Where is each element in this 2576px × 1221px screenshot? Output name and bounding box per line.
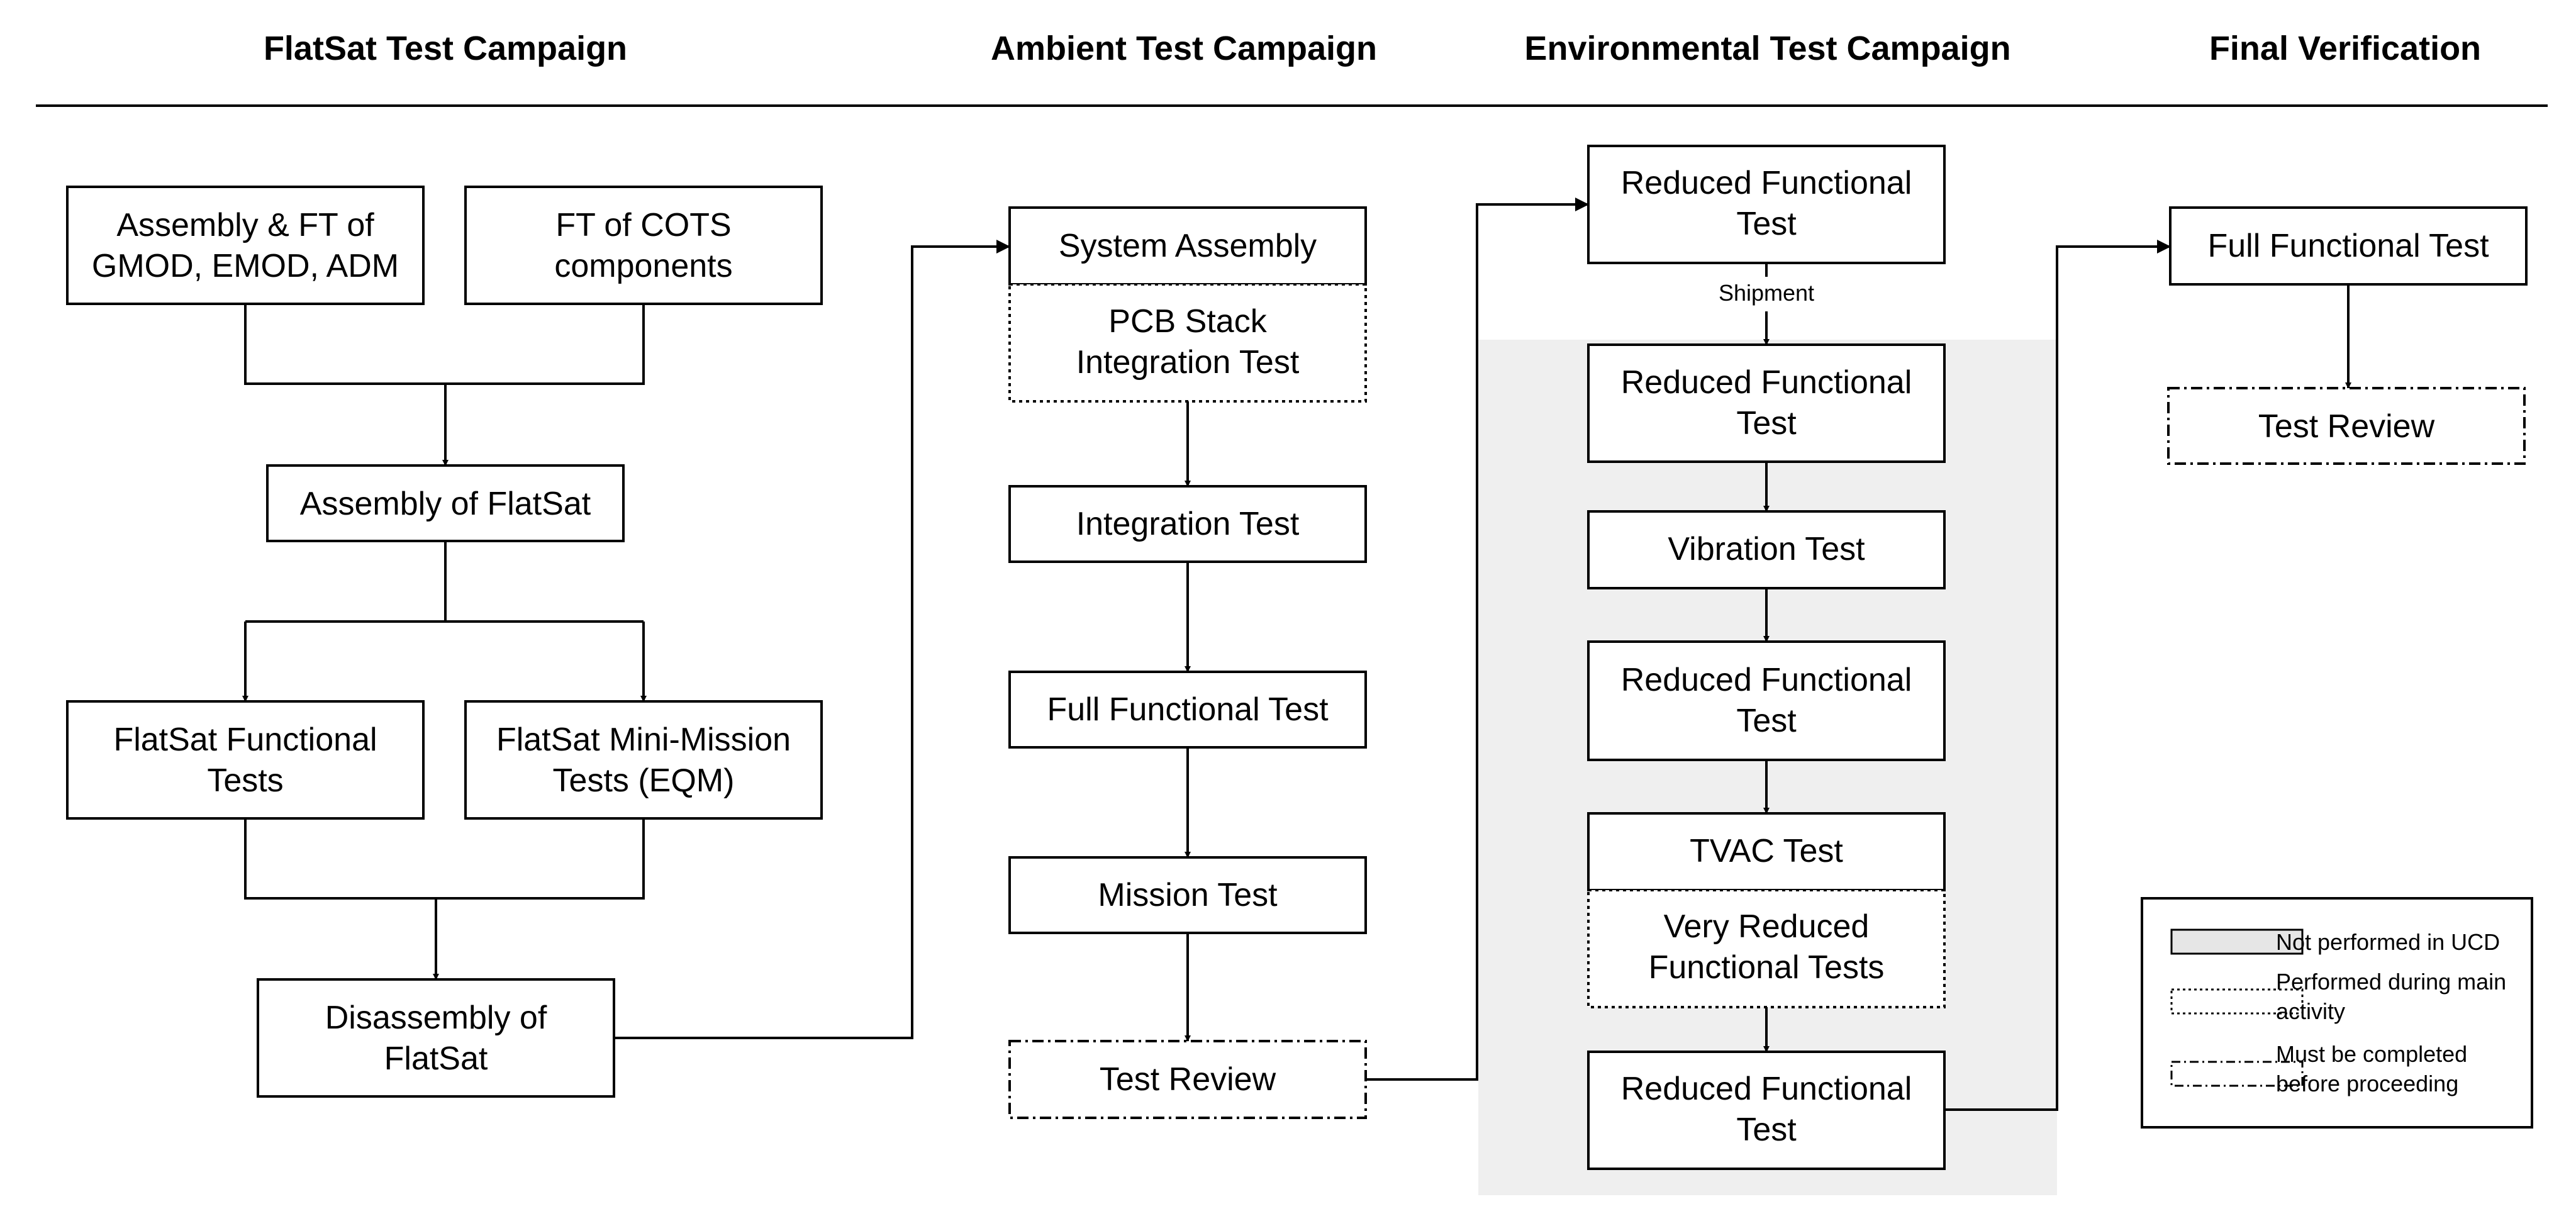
svg-text:Test Review: Test Review	[1100, 1061, 1276, 1098]
box-assembly-flatsat: Assembly of FlatSat	[266, 464, 625, 542]
box-test-review-final: Test Review	[2167, 387, 2526, 465]
box-disassembly: Disassembly of FlatSat	[257, 978, 615, 1098]
svg-text:Full Functional Test: Full Functional Test	[2207, 228, 2489, 264]
legend-not-performed: Not performed in UCD	[2276, 929, 2500, 955]
svg-text:FT of COTS: FT of COTS	[555, 207, 731, 243]
box-pcb-stack: PCB Stack Integration Test	[1008, 283, 1367, 403]
box-system-assembly: System Assembly	[1008, 206, 1367, 286]
header-ambient: Ambient Test Campaign	[991, 30, 1377, 67]
svg-text:Very Reduced: Very Reduced	[1664, 908, 1870, 945]
svg-text:components: components	[554, 248, 732, 284]
svg-text:TVAC Test: TVAC Test	[1690, 833, 1843, 869]
connector-split	[245, 541, 644, 623]
arrow-environmental-to-final	[1944, 240, 2171, 1111]
svg-text:Test Review: Test Review	[2258, 408, 2435, 445]
svg-text:Test: Test	[1736, 1112, 1797, 1148]
arrow-ambient-to-environmental	[1366, 198, 1589, 1081]
svg-text:Vibration Test: Vibration Test	[1668, 531, 1865, 567]
box-assembly-ft: Assembly & FT of GMOD, EMOD, ADM	[66, 186, 425, 305]
svg-text:Tests: Tests	[207, 762, 283, 799]
svg-text:Reduced Functional: Reduced Functional	[1621, 1071, 1912, 1107]
svg-text:Integration Test: Integration Test	[1076, 506, 1300, 542]
box-full-functional-ambient: Full Functional Test	[1008, 671, 1367, 749]
box-reduced-functional-4: Reduced Functional Test	[1587, 1051, 1946, 1170]
box-flatsat-mini-mission: FlatSat Mini-Mission Tests (EQM)	[464, 700, 823, 820]
arrow-flatsat-to-ambient	[614, 240, 1010, 1039]
svg-text:Test: Test	[1736, 703, 1797, 739]
legend-performed-during-2: activity	[2276, 998, 2345, 1024]
box-very-reduced: Very Reduced Functional Tests	[1587, 889, 1946, 1008]
svg-text:Tests (EQM): Tests (EQM)	[553, 762, 735, 799]
legend-swatch-not-performed	[2170, 928, 2304, 955]
svg-text:FlatSat: FlatSat	[384, 1040, 488, 1077]
legend-swatch-must-complete	[2170, 1061, 2304, 1087]
box-reduced-functional-1: Reduced Functional Test	[1587, 145, 1946, 264]
header-final: Final Verification	[2209, 30, 2481, 67]
box-flatsat-functional: FlatSat Functional Tests	[66, 700, 425, 820]
svg-text:System Assembly: System Assembly	[1059, 228, 1317, 264]
legend-must-complete-2: before proceeding	[2276, 1071, 2458, 1096]
svg-text:FlatSat Functional: FlatSat Functional	[113, 722, 377, 758]
svg-text:Reduced Functional: Reduced Functional	[1621, 165, 1912, 201]
svg-text:Test: Test	[1736, 206, 1797, 242]
box-test-review-ambient: Test Review	[1008, 1040, 1367, 1119]
svg-text:Reduced Functional: Reduced Functional	[1621, 364, 1912, 401]
svg-text:Integration Test: Integration Test	[1076, 344, 1300, 381]
shipment-label: Shipment	[1719, 280, 1814, 306]
legend-swatch-performed-during	[2170, 988, 2304, 1015]
legend: Not performed in UCD Performed during ma…	[2141, 897, 2533, 1129]
svg-text:FlatSat Mini-Mission: FlatSat Mini-Mission	[496, 722, 791, 758]
svg-text:Functional Tests: Functional Tests	[1649, 949, 1885, 986]
svg-text:Assembly of FlatSat: Assembly of FlatSat	[300, 486, 591, 522]
svg-text:Assembly & FT of: Assembly & FT of	[116, 207, 374, 243]
box-vibration-test: Vibration Test	[1587, 510, 1946, 589]
box-mission-test: Mission Test	[1008, 856, 1367, 934]
legend-must-complete-1: Must be completed	[2276, 1041, 2467, 1067]
connector-top-merge	[244, 304, 645, 385]
box-tvac-test: TVAC Test	[1587, 812, 1946, 891]
box-full-functional-final: Full Functional Test	[2169, 206, 2528, 286]
header-flatsat: FlatSat Test Campaign	[264, 30, 627, 67]
svg-text:Mission Test: Mission Test	[1098, 877, 1278, 913]
svg-text:Test: Test	[1736, 405, 1797, 442]
box-reduced-functional-3: Reduced Functional Test	[1587, 640, 1946, 761]
svg-text:Reduced Functional: Reduced Functional	[1621, 662, 1912, 698]
header-environmental: Environmental Test Campaign	[1524, 30, 2010, 67]
box-reduced-functional-2: Reduced Functional Test	[1587, 343, 1946, 463]
box-integration-test: Integration Test	[1008, 485, 1367, 563]
svg-text:Full Functional Test: Full Functional Test	[1047, 691, 1329, 728]
box-ft-cots: FT of COTS components	[464, 186, 823, 305]
legend-performed-during-1: Performed during main	[2276, 969, 2506, 995]
connector-bottom-merge	[244, 818, 645, 900]
svg-text:PCB Stack: PCB Stack	[1108, 303, 1267, 340]
svg-text:GMOD, EMOD, ADM: GMOD, EMOD, ADM	[92, 248, 399, 284]
svg-text:Disassembly of: Disassembly of	[325, 1000, 547, 1036]
